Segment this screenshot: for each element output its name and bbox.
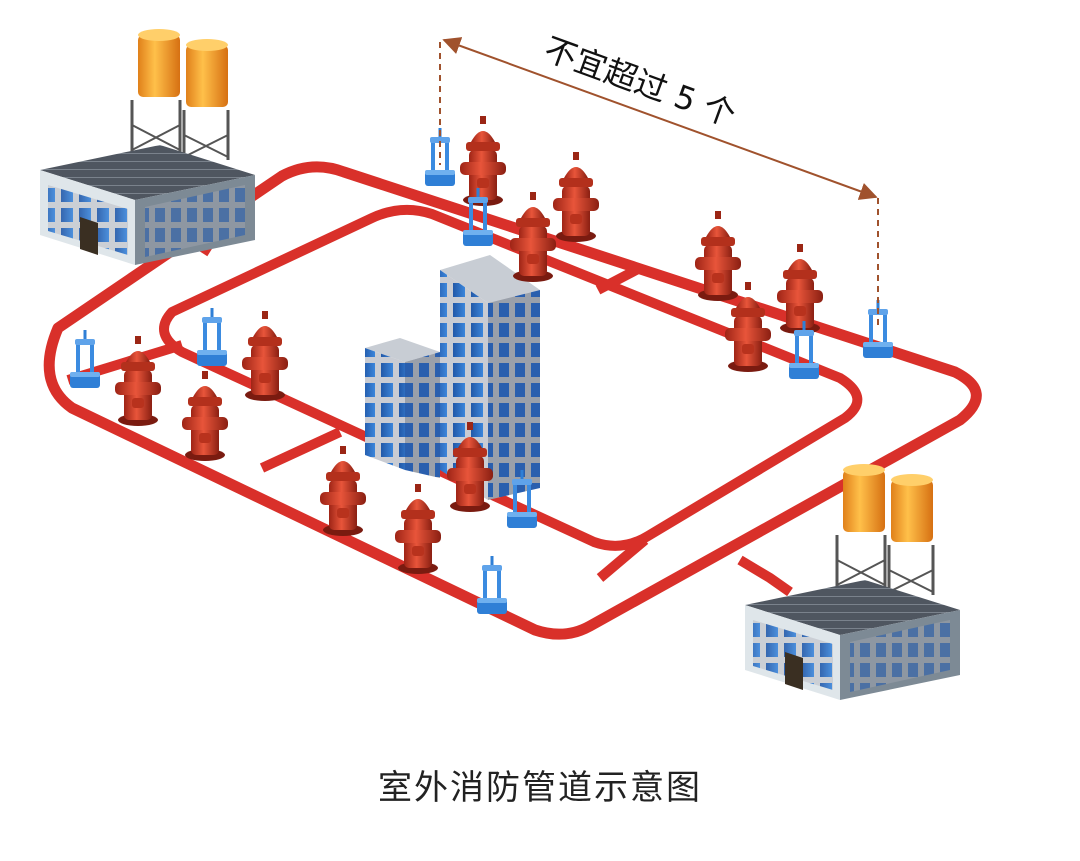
diagram-caption: 室外消防管道示意图 [378, 768, 702, 808]
spacing-limit-label: 不宜超过 5 个 [539, 30, 741, 134]
fire-hydrant-icon [182, 371, 228, 461]
gate-valve-icon [475, 554, 509, 616]
fire-hydrant-icon [553, 152, 599, 242]
pump-station-icon [38, 27, 257, 267]
gate-valve-icon [195, 306, 229, 368]
fire-hydrant-icon [460, 116, 506, 206]
gate-valve-icon [68, 328, 102, 390]
outer-pipe-loop [43, 161, 982, 640]
high-rise-building-icon [365, 255, 540, 500]
fire-hydrant-icon [320, 446, 366, 536]
